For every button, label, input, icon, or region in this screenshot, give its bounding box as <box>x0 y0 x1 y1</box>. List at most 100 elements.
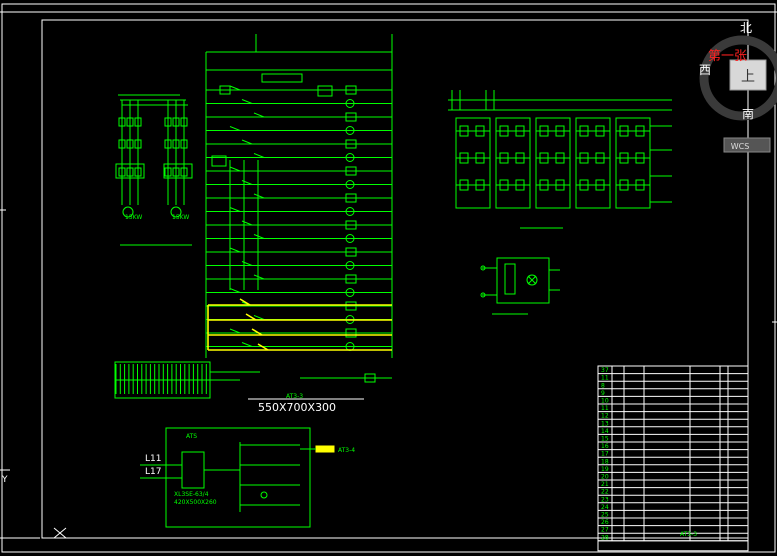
switch-contact <box>253 274 265 280</box>
highlighted-switch <box>251 328 263 336</box>
fuse-symbol <box>164 117 172 127</box>
ucs-y-label: Y <box>1 475 8 485</box>
compass-north[interactable]: 北 <box>740 21 752 35</box>
coil-symbol <box>345 85 357 95</box>
parts-table-row-number: 14 <box>601 428 609 435</box>
parts-table-row-number: 15 <box>601 436 609 443</box>
switch-contact <box>253 234 265 239</box>
thermal-relay-symbol <box>164 167 172 177</box>
switch-contact <box>241 139 253 145</box>
contactor-symbol <box>118 139 126 149</box>
highlighted-switch <box>257 343 269 351</box>
relay-module <box>455 117 491 209</box>
viewport-border <box>1 3 776 553</box>
fuse-symbol <box>172 117 180 127</box>
switch-contact <box>253 153 265 158</box>
parts-table-row-number: 37 <box>601 367 609 374</box>
parts-table-row-number: 8 <box>601 382 605 389</box>
parts-table-row-number: 12 <box>601 413 609 420</box>
transformer-symbol <box>261 73 303 83</box>
switch-contact <box>229 288 241 293</box>
motor-symbol <box>122 206 134 218</box>
lamp-symbol <box>345 261 355 270</box>
relay-box <box>115 163 145 179</box>
thermal-relay-symbol <box>118 167 126 177</box>
lamp-circuit <box>480 257 560 315</box>
main-control-circuit <box>205 34 393 358</box>
coil-symbol <box>345 274 357 284</box>
relay-box <box>317 85 333 97</box>
contactor-symbol <box>180 139 188 149</box>
highlighted-switch <box>239 298 251 306</box>
coil-symbol <box>345 139 357 149</box>
ats-output-label: AT3-4 <box>338 447 355 454</box>
compass-south[interactable]: 南 <box>742 106 754 121</box>
parts-table-row-number: 9 <box>601 390 605 397</box>
highlighted-switch <box>245 313 257 321</box>
parts-table-row-number: 23 <box>601 496 609 503</box>
sheet-overlay-label: 第一张 <box>708 49 747 64</box>
coil-symbol <box>345 220 357 230</box>
relay-module <box>575 117 611 209</box>
relay-box <box>211 155 227 167</box>
motor-right-rating: 15KW <box>172 214 189 221</box>
supply-line-2: L17 <box>145 467 161 477</box>
switch-contact <box>241 99 253 104</box>
fuse-symbol <box>118 117 126 127</box>
switch-contact <box>241 342 253 347</box>
switch-contact <box>229 85 241 91</box>
coil-symbol <box>345 301 357 311</box>
relay-module <box>495 117 531 209</box>
switch-contact <box>229 247 241 253</box>
supply-line-1: L11 <box>145 454 161 464</box>
compass-west[interactable]: 西 <box>699 63 711 77</box>
motor-circuit-left <box>115 94 193 218</box>
lamp-symbol <box>345 180 355 189</box>
wcs-badge[interactable] <box>723 137 771 153</box>
parts-table: 3711891011121314151617181920212223242526… <box>597 365 749 552</box>
parts-table-row-number: 24 <box>601 504 609 511</box>
switch-contact <box>253 193 265 199</box>
wcs-badge-label: WCS <box>731 142 750 151</box>
parts-table-row-number: 27 <box>601 527 609 534</box>
parts-table-row-number: 18 <box>601 458 609 465</box>
switch-contact <box>229 207 241 212</box>
fuse-symbol <box>126 117 134 127</box>
thermal-relay-symbol <box>134 167 142 177</box>
thermal-relay-symbol <box>126 167 134 177</box>
parts-table-row-number: 22 <box>601 489 609 496</box>
parts-table-row-number: 28 <box>601 534 609 541</box>
relay-module <box>615 117 651 209</box>
parts-table-title-box <box>597 540 749 552</box>
motor-symbol <box>170 206 182 218</box>
parts-table-title: AT3-3 <box>680 531 697 538</box>
view-cube-top-label: 上 <box>741 69 755 85</box>
relay-box <box>163 163 193 179</box>
lamp-symbol <box>345 153 355 162</box>
contactor-symbol <box>172 139 180 149</box>
parts-table-row-number: 11 <box>601 375 609 382</box>
motor-left-rating: 15KW <box>125 214 142 221</box>
lamp-symbol <box>345 99 355 108</box>
contactor-symbol <box>134 139 142 149</box>
parts-table-row-number: 11 <box>601 405 609 412</box>
relay-grid <box>448 90 672 209</box>
coil-symbol <box>345 166 357 176</box>
fuse-symbol <box>134 117 142 127</box>
view-cube-face[interactable] <box>729 59 767 91</box>
parts-table-row-number: 19 <box>601 466 609 473</box>
coil-symbol <box>364 373 376 383</box>
view-cube[interactable]: 上 北 南 西 第一张 WCS <box>699 21 777 153</box>
drawing-frame <box>41 19 749 539</box>
parts-table-row-number: 17 <box>601 451 609 458</box>
lamp-symbol <box>345 126 355 135</box>
thermal-relay-symbol <box>180 167 188 177</box>
parts-table-row-number: 13 <box>601 420 609 427</box>
crosshair-x-mark <box>53 527 67 539</box>
relay-box <box>219 85 231 95</box>
switch-contact <box>229 166 241 172</box>
coil-symbol <box>345 247 357 257</box>
switch-contact <box>253 315 265 320</box>
parts-table-row-number: 25 <box>601 512 609 519</box>
